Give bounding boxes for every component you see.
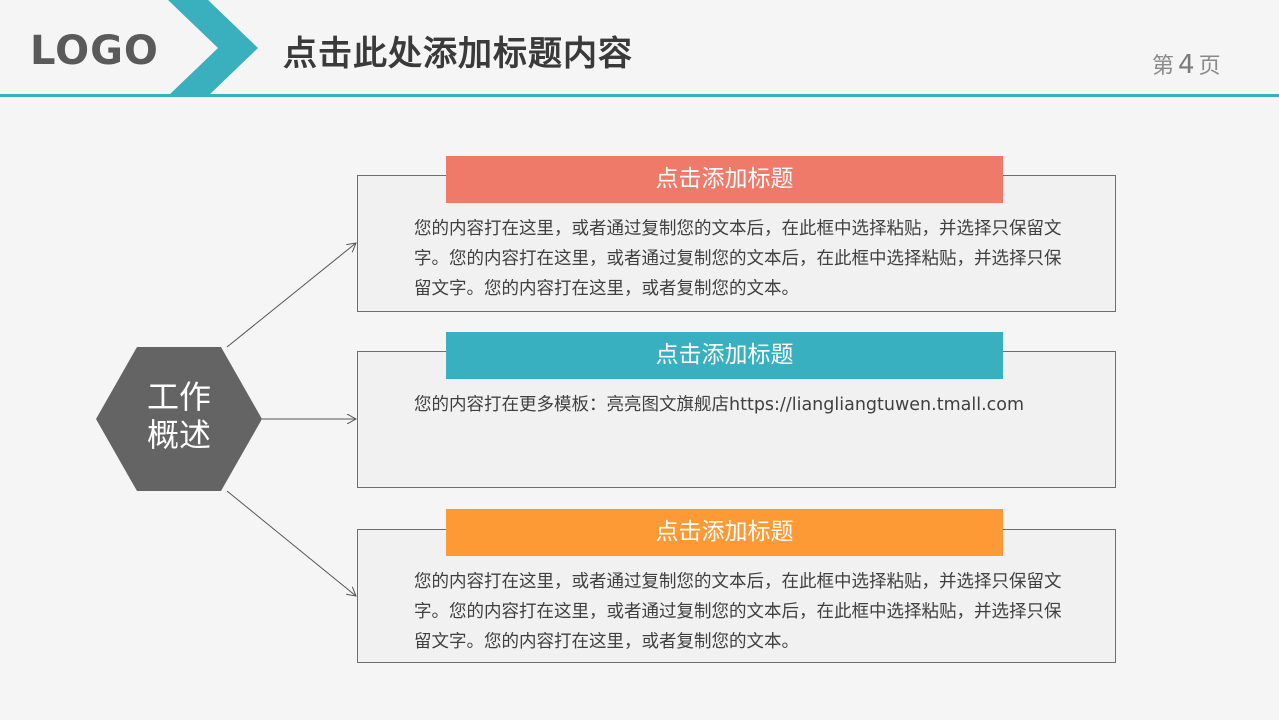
arrow-to-card-3 [226,490,356,596]
card-2-text[interactable]: 您的内容打在更多模板：亮亮图文旗舰店https://liangliangtuwe… [414,395,1025,415]
card-2-title[interactable]: 点击添加标题 [446,332,1003,379]
card-3-title[interactable]: 点击添加标题 [446,509,1003,556]
center-node-line1: 工作 [146,378,211,416]
card-1-title[interactable]: 点击添加标题 [446,156,1003,203]
header-divider [0,94,1279,97]
card-3-text[interactable]: 您的内容打在这里，或者通过复制您的文本后，在此框中选择粘贴，并选择只保留文字。您… [414,572,1062,652]
page-number-value: 4 [1178,50,1195,80]
card-1-text[interactable]: 您的内容打在这里，或者通过复制您的文本后，在此框中选择粘贴，并选择只保留文字。您… [414,219,1062,299]
page-prefix: 第 [1152,54,1175,79]
chevron-arrow-icon [168,0,258,96]
center-node-line2: 概述 [146,416,211,454]
center-node-label[interactable]: 工作 概述 [96,378,262,454]
logo: LOGO [30,28,159,74]
hexagon-node [96,347,262,491]
arrow-to-card-1 [226,243,356,348]
page-title[interactable]: 点击此处添加标题内容 [283,34,633,74]
page-suffix: 页 [1198,54,1221,79]
